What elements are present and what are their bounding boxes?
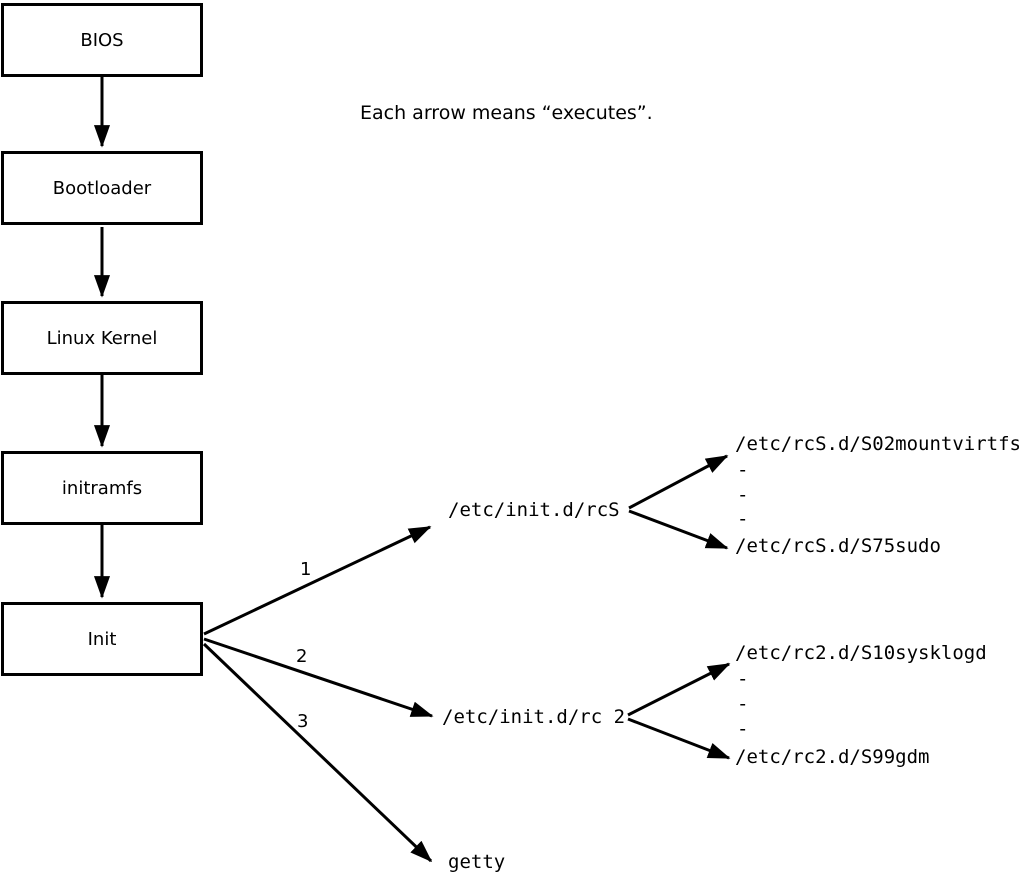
arrow-rcs-to-s75sudo	[628, 509, 729, 550]
arrow-rcs-to-s02mountvirtfs	[628, 454, 729, 510]
node-initramfs-label: initramfs	[61, 477, 143, 499]
arrow-init-to-getty	[202, 642, 433, 863]
rcs-script-path: /etc/init.d/rcS	[448, 499, 620, 521]
node-init: Init	[1, 602, 203, 676]
node-linux-kernel: Linux Kernel	[1, 301, 203, 375]
rc2-script-path: /etc/init.d/rc 2	[442, 706, 626, 728]
rc2-ellipsis-dash: -	[737, 693, 749, 715]
rc2-child-last-path: /etc/rc2.d/S99gdm	[735, 746, 930, 768]
node-initramfs: initramfs	[1, 451, 203, 525]
caption-text: Each arrow means “executes”.	[360, 102, 653, 124]
rcs-child-last-path: /etc/rcS.d/S75sudo	[735, 535, 941, 557]
rcs-ellipsis-dash: -	[737, 508, 749, 530]
getty-path: getty	[448, 851, 506, 873]
rc2-child-first-path: /etc/rc2.d/S10sysklogd	[735, 642, 987, 664]
branch-2-number-label: 2	[296, 646, 308, 667]
node-init-label: Init	[87, 628, 117, 650]
rc2-ellipsis-dash: -	[737, 668, 749, 690]
arrow-init-to-rcs	[203, 525, 432, 636]
node-linux-kernel-label: Linux Kernel	[46, 327, 158, 349]
arrow-init-to-rc2	[203, 637, 434, 718]
node-bios-label: BIOS	[80, 29, 124, 51]
arrow-rc2-to-s10sysklogd	[627, 662, 731, 717]
rcs-ellipsis-dash: -	[737, 459, 749, 481]
rc2-ellipsis-dash: -	[737, 718, 749, 740]
node-bootloader-label: Bootloader	[52, 177, 152, 199]
node-bootloader: Bootloader	[1, 151, 203, 225]
arrow-rc2-to-s99gdm	[627, 717, 731, 760]
rcs-ellipsis-dash: -	[737, 484, 749, 506]
branch-3-number-label: 3	[297, 711, 309, 732]
rcs-child-first-path: /etc/rcS.d/S02mountvirtfs	[735, 433, 1021, 455]
node-bios: BIOS	[1, 3, 203, 77]
branch-1-number-label: 1	[300, 559, 312, 580]
